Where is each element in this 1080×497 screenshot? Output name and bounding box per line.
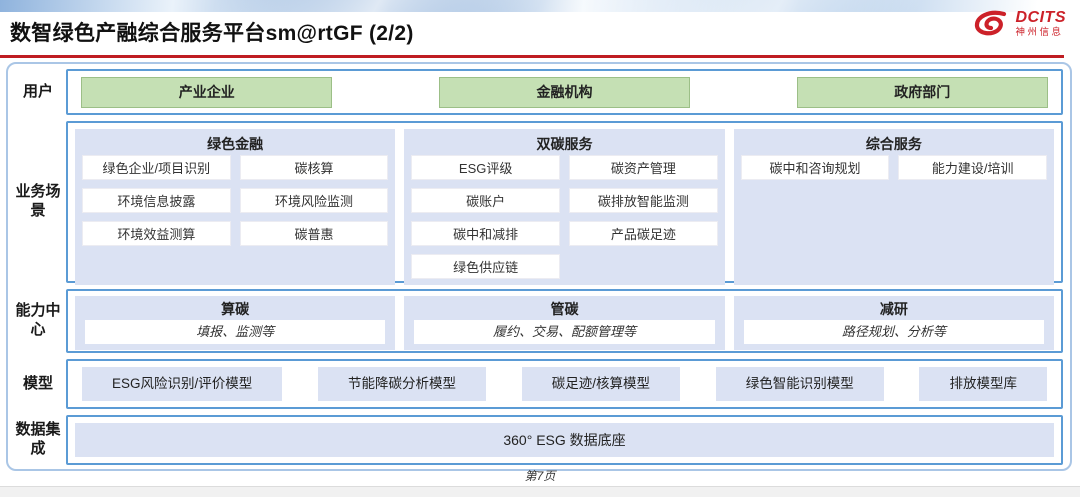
row-label-scenarios: 业务场景	[15, 183, 61, 219]
capability-desc: 路径规划、分析等	[743, 320, 1044, 344]
model-box: 排放模型库	[919, 367, 1047, 401]
model-box: 绿色智能识别模型	[715, 367, 884, 401]
scenario-item: ESG评级	[411, 155, 560, 180]
scenario-item: 碳核算	[239, 155, 389, 180]
capabilities-row-box: 算碳 填报、监测等 管碳 履约、交易、配额管理等 减研 路径规划、分析等	[66, 289, 1063, 353]
scenario-item: 碳中和咨询规划	[740, 155, 890, 180]
logo-brand-text: DCITS	[1015, 9, 1066, 27]
row-users: 用户 产业企业 金融机构 政府部门	[10, 69, 1063, 115]
capability-title: 算碳	[221, 301, 250, 317]
row-label-models: 模型	[22, 374, 53, 392]
row-models: 模型 ESG风险识别/评价模型 节能降碳分析模型 碳足迹/核算模型 绿色智能识别模型 排…	[10, 359, 1063, 409]
dcits-swirl-icon	[974, 10, 1006, 36]
scenario-item: 碳排放智能监测	[568, 188, 718, 213]
row-label-data-integration: 数据集成	[15, 421, 61, 457]
data-integration-row-box: 360° ESG 数据底座	[66, 415, 1063, 465]
scenario-item: 环境效益测算	[82, 221, 231, 246]
row-scenarios: 业务场景 绿色金融 绿色企业/项目识别碳核算环境信息披露环境风险监测环境效益测算…	[10, 121, 1063, 285]
scenario-item-grid: 绿色企业/项目识别碳核算环境信息披露环境风险监测环境效益测算碳普惠	[82, 155, 389, 246]
scenario-item-grid: 碳中和咨询规划能力建设/培训	[740, 155, 1047, 180]
scenario-item: 绿色企业/项目识别	[82, 155, 231, 180]
capability-desc: 履约、交易、配额管理等	[414, 320, 715, 344]
company-logo: DCITS 神州信息	[971, 9, 1067, 39]
model-box: 碳足迹/核算模型	[521, 367, 680, 401]
row-capabilities: 能力中心 算碳 填报、监测等 管碳 履约、交易、配额管理等 减研 路径规划、分析…	[10, 289, 1063, 353]
user-box: 金融机构	[438, 76, 691, 108]
esg-data-base-box: 360° ESG 数据底座	[75, 423, 1054, 457]
architecture-diagram: 用户 产业企业金融机构政府部门 业务场景 绿色金融 绿色企业/项目识别碳核算环境…	[6, 62, 1072, 471]
scenario-item: 碳资产管理	[568, 155, 718, 180]
capability-manage-carbon: 管碳 履约、交易、配额管理等	[404, 296, 725, 350]
title-rule	[0, 55, 1064, 58]
scenario-item: 绿色供应链	[411, 254, 560, 279]
scenario-item: 环境信息披露	[82, 188, 231, 213]
users-row-box: 产业企业 金融机构 政府部门	[66, 69, 1063, 115]
scenario-item: 碳账户	[411, 188, 560, 213]
logo-brand-chinese: 神州信息	[1015, 27, 1064, 39]
scenario-item: 环境风险监测	[239, 188, 389, 213]
capability-title: 管碳	[550, 301, 579, 317]
scenario-item: 碳中和减排	[411, 221, 560, 246]
model-box: ESG风险识别/评价模型	[82, 367, 283, 401]
user-box: 政府部门	[796, 76, 1048, 108]
row-data-integration: 数据集成 360° ESG 数据底座	[10, 415, 1063, 465]
capability-reduce-research: 减研 路径规划、分析等	[733, 296, 1054, 350]
scenario-group-green-finance: 绿色金融 绿色企业/项目识别碳核算环境信息披露环境风险监测环境效益测算碳普惠	[75, 129, 396, 285]
scenario-group-comprehensive: 综合服务 碳中和咨询规划能力建设/培训	[733, 129, 1054, 285]
scenario-item: 产品碳足迹	[568, 221, 718, 246]
page-title: 数智绿色产融综合服务平台sm@rtGF (2/2)	[10, 22, 414, 45]
page-number: 第7页	[524, 469, 556, 483]
scenario-item: 碳普惠	[239, 221, 389, 246]
scenario-group-dual-carbon: 双碳服务 ESG评级碳资产管理碳账户碳排放智能监测碳中和减排产品碳足迹绿色供应链	[404, 129, 725, 285]
model-box: 节能降碳分析模型	[318, 367, 486, 401]
scenario-group-title: 综合服务	[865, 136, 922, 152]
scenario-group-title: 绿色金融	[207, 136, 264, 152]
scenarios-row-box: 绿色金融 绿色企业/项目识别碳核算环境信息披露环境风险监测环境效益测算碳普惠 双…	[66, 121, 1063, 285]
top-banner-decoration	[0, 0, 1080, 12]
user-box: 产业企业	[81, 76, 333, 108]
row-label-capabilities: 能力中心	[15, 302, 61, 338]
scenario-item: 能力建设/培训	[898, 155, 1047, 180]
models-row-box: ESG风险识别/评价模型 节能降碳分析模型 碳足迹/核算模型 绿色智能识别模型 排放模型…	[66, 359, 1063, 409]
capability-desc: 填报、监测等	[85, 320, 386, 344]
capability-title: 减研	[879, 301, 908, 317]
scenario-group-title: 双碳服务	[536, 136, 593, 152]
bottom-bar-decoration	[0, 486, 1080, 497]
capability-calc-carbon: 算碳 填报、监测等	[75, 296, 396, 350]
row-label-users: 用户	[22, 82, 53, 100]
scenario-item-grid: ESG评级碳资产管理碳账户碳排放智能监测碳中和减排产品碳足迹绿色供应链	[411, 155, 718, 279]
